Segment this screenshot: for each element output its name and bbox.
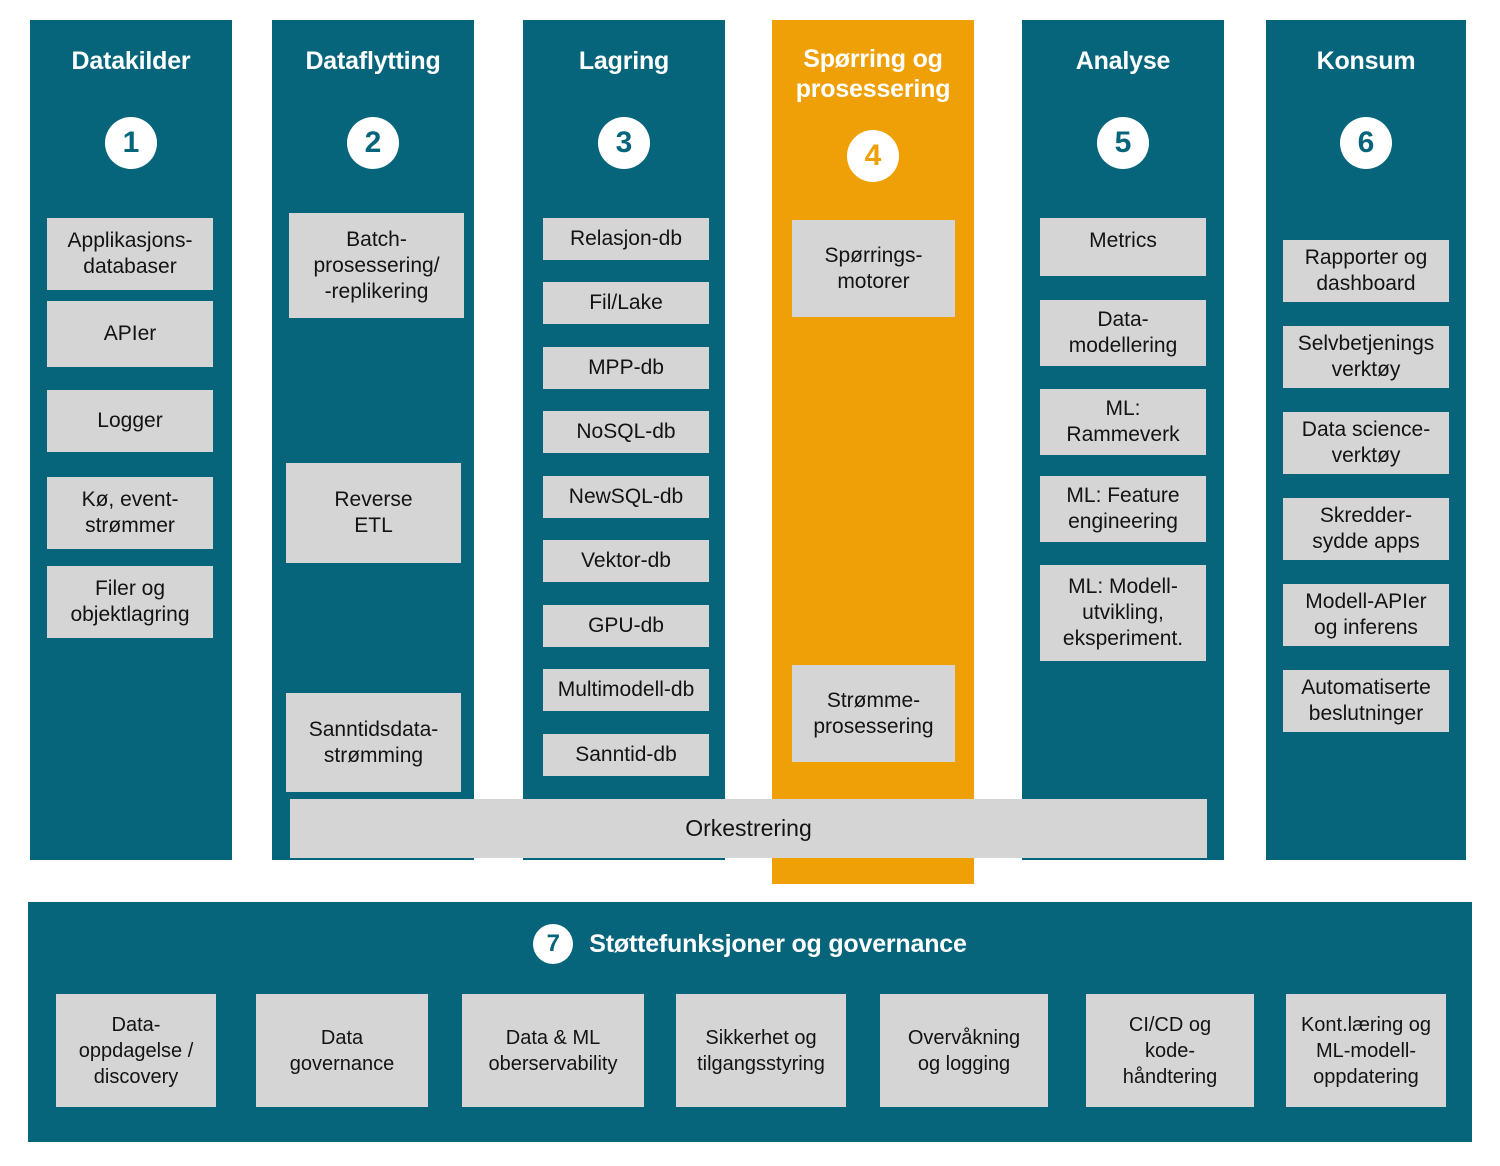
support-header: 7 Støttefunksjoner og governance	[28, 924, 1472, 964]
chip-gpu-db[interactable]: GPU-db	[543, 605, 709, 647]
chip-sanntid-db[interactable]: Sanntid-db	[543, 734, 709, 776]
column-dataflytting[interactable]: Dataflytting 2 Batch- prosessering/ -rep…	[272, 20, 474, 860]
column-title: Dataflytting	[305, 47, 441, 75]
chip-skreddersydde-apps[interactable]: Skredder- sydde apps	[1283, 498, 1449, 560]
chip-metrics[interactable]: Metrics	[1040, 218, 1206, 276]
chip-apier[interactable]: APIer	[47, 301, 213, 367]
chip-data-science-verktoy[interactable]: Data science- verktøy	[1283, 412, 1449, 474]
column-title: Datakilder	[71, 47, 191, 75]
chip-batch-prosessering-replikering[interactable]: Batch- prosessering/ -replikering	[289, 213, 464, 318]
chip-rapporter-og-dashboard[interactable]: Rapporter og dashboard	[1283, 240, 1449, 302]
support-band: 7 Støttefunksjoner og governance Data- o…	[28, 902, 1472, 1142]
column-lagring[interactable]: Lagring 3 Relasjon-db Fil/Lake MPP-db No…	[523, 20, 725, 860]
chip-applikasjonsdatabaser[interactable]: Applikasjons- databaser	[47, 218, 213, 290]
support-chip-data-governance[interactable]: Data governance	[256, 994, 428, 1107]
column-title: Analyse	[1075, 47, 1171, 75]
chip-nosql-db[interactable]: NoSQL-db	[543, 411, 709, 453]
chip-reverse-etl[interactable]: Reverse ETL	[286, 463, 461, 563]
chip-sanntidsdata-stromming[interactable]: Sanntidsdata- strømming	[286, 693, 461, 792]
column-number-badge: 2	[347, 117, 399, 169]
chip-stromme-prosessering[interactable]: Strømme- prosessering	[792, 665, 955, 762]
chip-vektor-db[interactable]: Vektor-db	[543, 540, 709, 582]
chip-sporringsmotorer[interactable]: Spørrings- motorer	[792, 220, 955, 317]
column-title: Lagring	[578, 47, 670, 75]
chip-modell-apier-og-inferens[interactable]: Modell-APIer og inferens	[1283, 584, 1449, 646]
column-number-badge: 4	[847, 130, 899, 182]
support-chip-sikkerhet-og-tilgangsstyring[interactable]: Sikkerhet og tilgangsstyring	[676, 994, 846, 1107]
support-chip-overvakning-og-logging[interactable]: Overvåkning og logging	[880, 994, 1048, 1107]
column-number-badge: 6	[1340, 117, 1392, 169]
column-analyse[interactable]: Analyse 5 Metrics Data- modellering ML: …	[1022, 20, 1224, 860]
support-number-badge: 7	[533, 924, 574, 964]
column-title: Konsum	[1316, 47, 1416, 75]
chip-relasjon-db[interactable]: Relasjon-db	[543, 218, 709, 260]
chip-ml-feature-engineering[interactable]: ML: Feature engineering	[1040, 476, 1206, 542]
support-title: Støttefunksjoner og governance	[589, 929, 967, 958]
column-number-badge: 5	[1097, 117, 1149, 169]
column-konsum[interactable]: Konsum 6 Rapporter og dashboard Selvbetj…	[1266, 20, 1466, 860]
chip-ml-modellutvikling-eksperiment[interactable]: ML: Modell- utvikling, eksperiment.	[1040, 565, 1206, 661]
column-title: Spørring og prosessering	[795, 45, 951, 103]
column-number-badge: 1	[105, 117, 157, 169]
support-chip-cicd-og-kodehandtering[interactable]: CI/CD og kode- håndtering	[1086, 994, 1254, 1107]
chip-ko-eventstrommer[interactable]: Kø, event- strømmer	[47, 477, 213, 549]
chip-newsql-db[interactable]: NewSQL-db	[543, 476, 709, 518]
chip-filer-og-objektlagring[interactable]: Filer og objektlagring	[47, 566, 213, 638]
support-chip-data-ml-oberservability[interactable]: Data & ML oberservability	[462, 994, 644, 1107]
chip-fil-lake[interactable]: Fil/Lake	[543, 282, 709, 324]
chip-mpp-db[interactable]: MPP-db	[543, 347, 709, 389]
column-datakilder[interactable]: Datakilder 1 Applikasjons- databaser API…	[30, 20, 232, 860]
support-chip-kont-laering-og-ml-modell-oppdatering[interactable]: Kont.læring og ML-modell- oppdatering	[1286, 994, 1446, 1107]
chip-multimodell-db[interactable]: Multimodell-db	[543, 669, 709, 711]
chip-automatiserte-beslutninger[interactable]: Automatiserte beslutninger	[1283, 670, 1449, 732]
column-number-badge: 3	[598, 117, 650, 169]
chip-selvbetjeningsverktoy[interactable]: Selvbetjenings verktøy	[1283, 326, 1449, 388]
support-chip-data-oppdagelse-discovery[interactable]: Data- oppdagelse / discovery	[56, 994, 216, 1107]
orkestrering-bar[interactable]: Orkestrering	[290, 799, 1207, 858]
chip-data-modellering[interactable]: Data- modellering	[1040, 300, 1206, 366]
chip-logger[interactable]: Logger	[47, 390, 213, 452]
column-sporring-og-prosessering[interactable]: Spørring og prosessering 4 Spørrings- mo…	[772, 20, 974, 884]
chip-ml-rammeverk[interactable]: ML: Rammeverk	[1040, 389, 1206, 455]
